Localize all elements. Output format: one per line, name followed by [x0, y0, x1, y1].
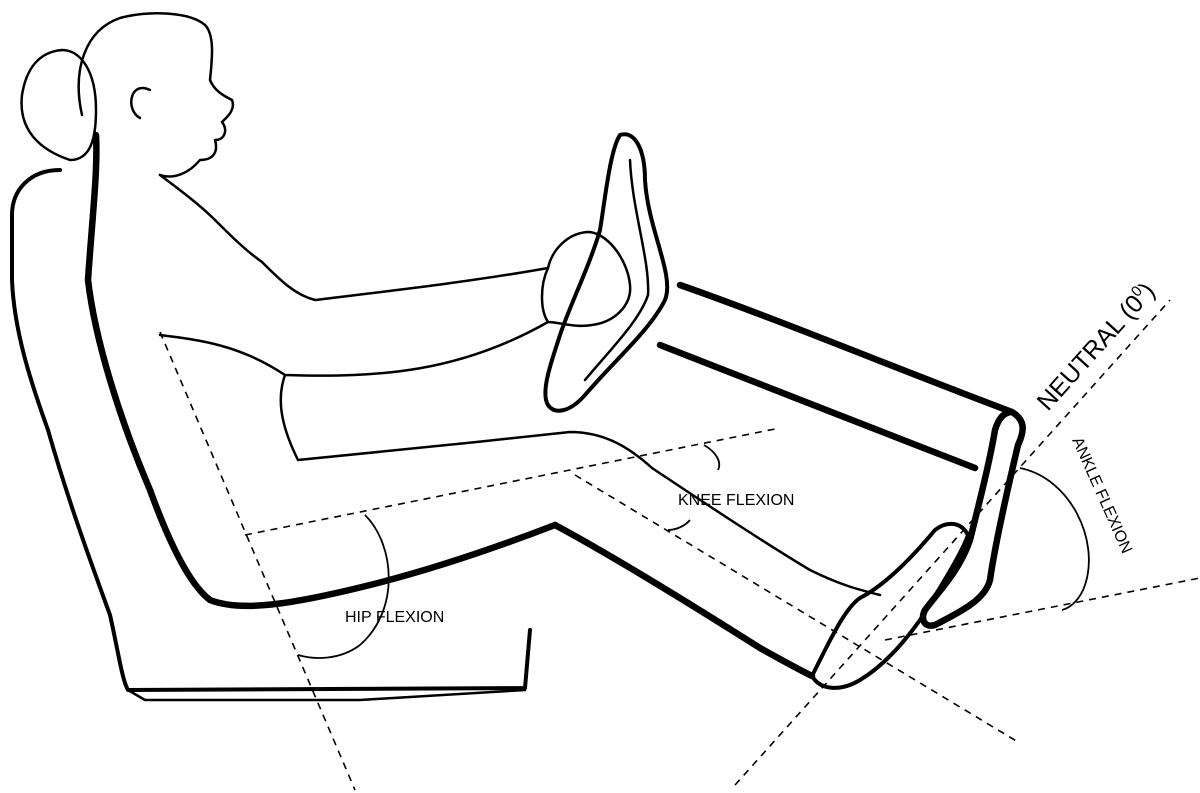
driver-arm-lower	[158, 320, 550, 377]
knee-flexion-label: KNEE FLEXION	[678, 492, 794, 509]
steering-wheel	[543, 132, 670, 413]
driver-leg-bottom	[551, 521, 816, 680]
car-seat	[10, 48, 532, 702]
driver-thigh-top	[279, 373, 654, 470]
driver-back	[84, 131, 559, 610]
driver-figure	[77, 12, 970, 690]
driver-shoe	[810, 521, 970, 690]
trunk-axis-line	[159, 331, 356, 791]
foot-axis-line	[884, 577, 1200, 641]
neutral-axis-line	[734, 299, 1171, 786]
driver-chest	[158, 173, 264, 264]
driver-arm-upper	[260, 260, 550, 302]
knee-flexion-arc-top	[703, 444, 721, 471]
driver-ear	[130, 86, 152, 120]
steering-assembly	[543, 132, 1016, 472]
shank-axis-line	[574, 474, 1019, 743]
hip-flexion-label: HIP FLEXION	[345, 609, 444, 626]
reference-lines	[159, 299, 1200, 791]
pedal-arm	[919, 408, 1026, 629]
thigh-axis-line	[244, 427, 781, 536]
steering-wheel-inner	[583, 158, 650, 382]
steering-column-bottom	[656, 341, 979, 472]
driver-hand	[540, 230, 632, 328]
ankle-flexion-arc	[1019, 467, 1090, 611]
knee-flexion-arc-bottom	[667, 519, 691, 531]
hip-flexion-arc	[297, 514, 390, 659]
seat-backrest	[10, 168, 532, 692]
seat-headrest	[20, 48, 98, 162]
seat-cushion-edge	[126, 688, 527, 702]
angle-arcs	[297, 444, 1090, 659]
neutral-label: NEUTRAL (00)	[1031, 277, 1161, 417]
driver-head	[77, 12, 235, 178]
driver-shin-top	[650, 466, 882, 597]
steering-column-top	[676, 281, 1016, 416]
ankle-flexion-label: ANKLE FLEXION	[1068, 435, 1135, 556]
pedal	[919, 408, 1026, 629]
